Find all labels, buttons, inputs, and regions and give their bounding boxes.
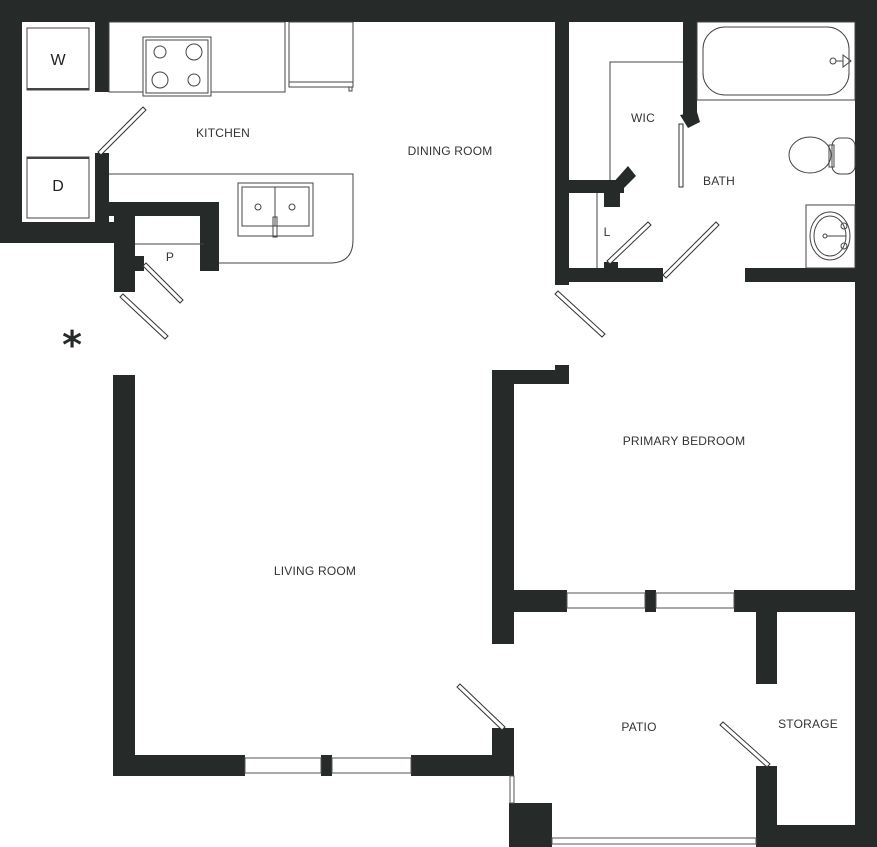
room-label-dining-room: DINING ROOM — [408, 144, 493, 158]
room-label-kitchen: KITCHEN — [196, 126, 250, 140]
windows — [244, 592, 757, 845]
room-label-bath: BATH — [703, 174, 735, 188]
fixtures — [26, 21, 856, 269]
stove — [142, 36, 212, 97]
labels: W D KITCHEN DINING ROOM P WIC BATH L PRI… — [50, 52, 837, 734]
room-label-storage: STORAGE — [778, 717, 838, 731]
bathroom-sink — [805, 204, 856, 269]
toilet — [788, 136, 856, 175]
dryer — [26, 156, 90, 219]
washer — [26, 27, 90, 91]
doors — [97, 106, 771, 768]
room-label-linen: L — [604, 225, 611, 239]
dryer-label: D — [52, 178, 64, 195]
kitchen-island — [109, 173, 354, 264]
kitchen-sink — [237, 182, 314, 238]
bathtub — [696, 21, 856, 101]
entry-marker-icon: * — [62, 323, 82, 367]
room-label-patio: PATIO — [621, 720, 656, 734]
room-label-primary-bedroom: PRIMARY BEDROOM — [623, 434, 746, 448]
room-label-pantry: P — [166, 250, 174, 264]
washer-label: W — [50, 52, 66, 69]
refrigerator — [288, 21, 354, 92]
room-label-living-room: LIVING ROOM — [274, 564, 356, 578]
room-label-wic: WIC — [631, 111, 655, 125]
